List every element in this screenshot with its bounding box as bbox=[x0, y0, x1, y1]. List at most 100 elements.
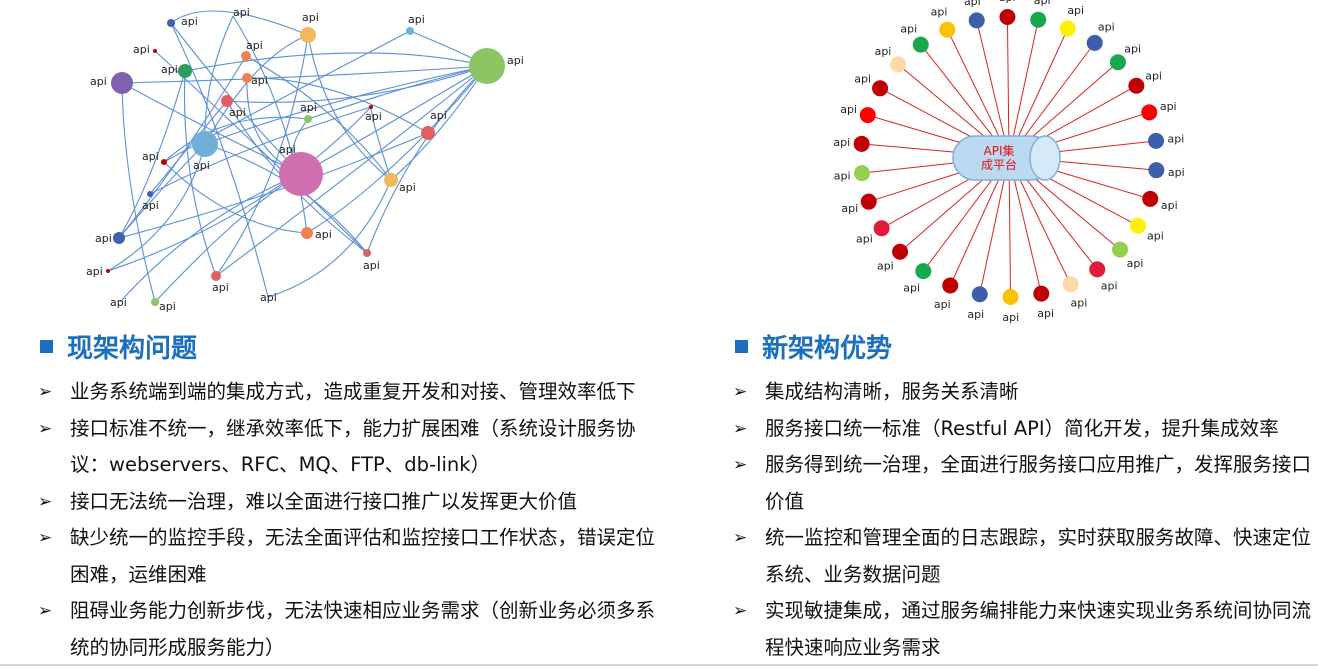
api-node-label: api bbox=[95, 232, 112, 245]
api-node-label: api bbox=[233, 6, 250, 19]
api-node bbox=[1129, 217, 1146, 234]
api-node-label: api bbox=[86, 265, 103, 278]
api-node-label: api bbox=[1037, 307, 1054, 320]
square-bullet-icon bbox=[735, 339, 748, 353]
arrow-bullet-icon: ➢ bbox=[38, 601, 53, 621]
api-node-label: api bbox=[1145, 70, 1162, 83]
connection-line bbox=[390, 65, 488, 181]
api-node bbox=[241, 51, 251, 61]
list-item-text: 实现敏捷集成，通过服务编排能力来快速实现业务系统间协同流程快速响应业务需求 bbox=[765, 599, 1312, 659]
arrow-bullet-icon: ➢ bbox=[733, 528, 748, 548]
api-node-label: api bbox=[251, 74, 268, 87]
list-item: ➢ 接口无法统一治理，难以全面进行接口推广以发挥更大价值 bbox=[38, 484, 668, 521]
api-node bbox=[153, 49, 157, 53]
api-node-label: api bbox=[833, 136, 850, 149]
api-node-label: api bbox=[300, 101, 317, 114]
list-item: ➢接口标准不统一，继承效率低下，能力扩展困难（系统设计服务协议：webserve… bbox=[38, 411, 668, 484]
hub-label: API集 bbox=[984, 143, 1015, 158]
list-item: ➢ 统一监控和管理全面的日志跟踪，实时获取服务故障、快速定位系统、业务数据问题 bbox=[733, 520, 1318, 593]
list-item: ➢ 业务系统端到端的集成方式，造成重复开发和对接、管理效率低下 bbox=[38, 374, 668, 411]
api-node-label: api bbox=[363, 259, 380, 272]
api-node bbox=[211, 271, 221, 281]
api-node-label: api bbox=[999, 0, 1016, 4]
arrow-bullet-icon: ➢ bbox=[733, 418, 748, 439]
list-item-text: 接口无法统一治理，难以全面进行接口推广以发挥更大价值 bbox=[70, 489, 578, 513]
api-node bbox=[300, 27, 316, 43]
api-node bbox=[999, 9, 1016, 26]
api-node-label: api bbox=[408, 13, 425, 26]
api-node bbox=[853, 165, 870, 182]
api-node bbox=[859, 107, 876, 124]
section-heading: 现架构问题 bbox=[38, 326, 668, 366]
api-node bbox=[369, 105, 373, 109]
api-node-label: api bbox=[877, 259, 894, 272]
api-node bbox=[1059, 20, 1076, 37]
list-item-text: 统一监控和管理全面的日志跟踪，实时获取服务故障、快速定位系统、业务数据问题 bbox=[765, 526, 1312, 586]
bottom-divider bbox=[0, 664, 1318, 666]
api-node-label: api bbox=[903, 281, 920, 294]
list-item: ➢ 缺少统一的监控手段，无法全面评估和监控接口工作状态，错误定位困难，运维困难 bbox=[38, 520, 668, 593]
api-node bbox=[1109, 54, 1126, 71]
arrow-bullet-icon: ➢ bbox=[733, 601, 748, 621]
api-node bbox=[113, 232, 125, 244]
api-node bbox=[1089, 261, 1106, 278]
connection-line bbox=[163, 161, 308, 234]
api-node-label: api bbox=[1161, 199, 1178, 212]
connection-line bbox=[107, 106, 372, 272]
api-node bbox=[872, 80, 889, 97]
api-node bbox=[1128, 77, 1145, 94]
api-node bbox=[968, 12, 985, 29]
arrow-bullet-icon: ➢ bbox=[38, 382, 53, 402]
arrow-bullet-icon: ➢ bbox=[38, 528, 53, 548]
api-node-label: api bbox=[841, 202, 858, 215]
connection-line bbox=[204, 34, 309, 145]
arrow-bullet-icon: ➢ bbox=[733, 382, 748, 402]
connection-line bbox=[307, 65, 488, 120]
api-node-label: api bbox=[229, 106, 246, 119]
api-node bbox=[221, 95, 233, 107]
connection-line bbox=[232, 15, 308, 234]
api-node bbox=[873, 220, 890, 237]
api-node bbox=[147, 191, 153, 197]
api-node-label: api bbox=[964, 0, 981, 8]
api-node-label: api bbox=[142, 199, 159, 212]
api-node bbox=[151, 298, 159, 306]
api-node bbox=[469, 48, 505, 84]
arrow-bullet-icon: ➢ bbox=[733, 455, 748, 475]
connection-line bbox=[245, 55, 392, 181]
api-node bbox=[161, 159, 167, 165]
api-node bbox=[1112, 241, 1129, 258]
api-node bbox=[942, 277, 959, 294]
api-node-label: api bbox=[900, 23, 917, 36]
connection-line bbox=[163, 30, 411, 163]
connection-line bbox=[300, 65, 488, 175]
api-node bbox=[1148, 132, 1165, 149]
api-node-label: api bbox=[279, 143, 296, 156]
connection-line bbox=[184, 52, 488, 72]
connection-line bbox=[215, 65, 488, 277]
connection-line bbox=[366, 65, 488, 254]
list-item-text: 缺少统一的监控手段，无法全面评估和监控接口工作状态，错误定位困难，运维困难 bbox=[70, 526, 656, 586]
api-node-label: api bbox=[365, 110, 382, 123]
connection-line bbox=[107, 143, 206, 272]
api-node-label: api bbox=[181, 15, 198, 28]
connection-line bbox=[121, 65, 488, 84]
api-node bbox=[1062, 276, 1079, 293]
list-item: ➢服务得到统一治理，全面进行服务接口应用推广，发挥服务接口价值 bbox=[733, 447, 1318, 520]
arrow-bullet-icon: ➢ bbox=[38, 491, 53, 512]
list-item-text: 业务系统端到端的集成方式，造成重复开发和对接、管理效率低下 bbox=[70, 380, 636, 403]
api-node bbox=[912, 36, 929, 53]
api-node-label: api bbox=[142, 150, 159, 163]
api-node bbox=[915, 263, 932, 280]
problem-list: ➢ 业务系统端到端的集成方式，造成重复开发和对接、管理效率低下 ➢接口标准不统一，… bbox=[38, 374, 668, 666]
api-node-label: api bbox=[854, 72, 871, 85]
square-bullet-icon bbox=[40, 339, 53, 353]
connection-line bbox=[267, 179, 392, 298]
advantage-list: ➢集成结构清晰，服务关系清晰 ➢服务接口统一标准（Restful API）简化开… bbox=[733, 374, 1318, 666]
list-item: ➢服务接口统一标准（Restful API）简化开发，提升集成效率 bbox=[733, 411, 1318, 448]
api-node-label: api bbox=[856, 232, 873, 245]
point-to-point-mesh-diagram: api api api api api api api api api api api api api a… bbox=[86, 6, 524, 313]
api-node-label: api bbox=[110, 296, 127, 309]
api-node-label: api bbox=[1034, 0, 1051, 7]
